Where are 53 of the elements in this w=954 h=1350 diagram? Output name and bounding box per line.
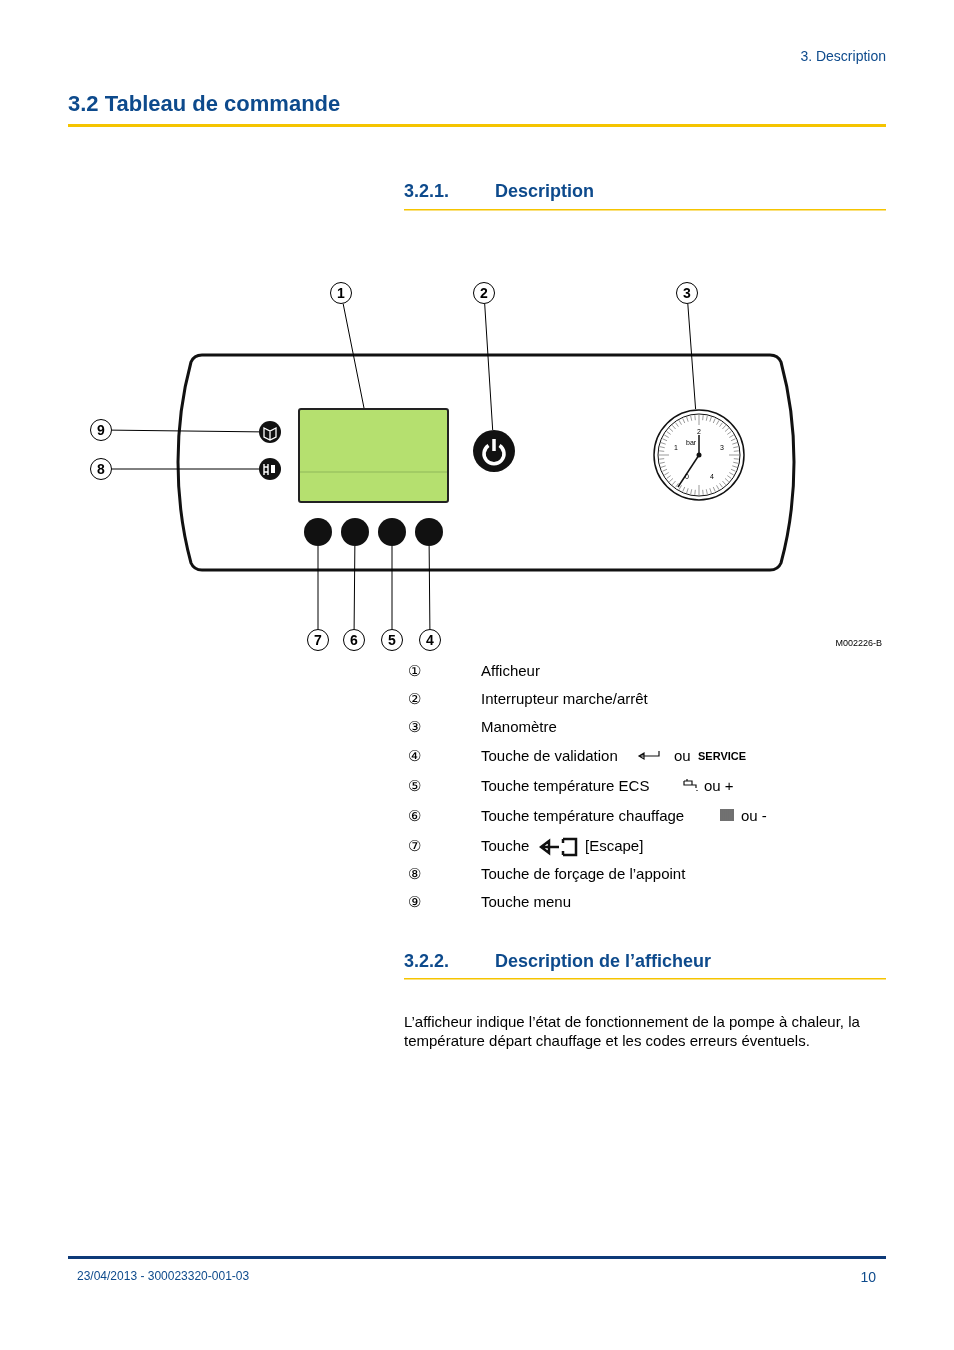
callout-number: ② bbox=[408, 690, 421, 708]
callout-number: 5 bbox=[381, 629, 403, 651]
legend-text: Touche de forçage de l’appoint bbox=[481, 865, 686, 882]
legend-text: ou + bbox=[704, 777, 734, 794]
leader-line bbox=[111, 468, 260, 470]
subheading-number: 3.2.1. bbox=[404, 181, 450, 202]
callout-number: ⑨ bbox=[408, 893, 421, 911]
leader-line bbox=[111, 429, 260, 433]
section-heading: 3.2 Tableau de commande bbox=[68, 91, 341, 117]
legend-text: Touche de validation bbox=[481, 747, 618, 764]
callout-number: ⑧ bbox=[408, 865, 421, 883]
service-text: SERVICE bbox=[698, 750, 747, 762]
callout-number: 1 bbox=[330, 282, 352, 304]
page-number: 10 bbox=[860, 1269, 876, 1285]
leader-line bbox=[353, 545, 356, 630]
description-paragraph: L’afficheur indique l’état de fonctionnement de la pompe à chaleur, la température départ chauffage et les codes erreurs éventuels. bbox=[404, 1012, 861, 1050]
pressure-gauge bbox=[653, 409, 745, 501]
callout-number: 2 bbox=[473, 282, 495, 304]
callout-number: ④ bbox=[408, 747, 421, 765]
callout-number: 7 bbox=[307, 629, 329, 651]
callout-number: 4 bbox=[419, 629, 441, 651]
legend-text: Touche température chauffage bbox=[481, 807, 685, 824]
running-header: 3. Description bbox=[800, 48, 886, 64]
callout-number: ⑤ bbox=[408, 777, 421, 795]
legend-text: ou bbox=[674, 747, 691, 764]
leader-line bbox=[342, 303, 365, 409]
legend-text: ou - bbox=[741, 807, 767, 824]
callout-number: 6 bbox=[343, 629, 365, 651]
subheading: Description bbox=[495, 181, 595, 202]
legend-text: Touche menu bbox=[481, 893, 572, 910]
callout-number: ⑦ bbox=[408, 837, 421, 855]
callout-number: ③ bbox=[408, 718, 421, 736]
legend-text: Touche bbox=[481, 837, 530, 854]
legend-text: Touche température ECS bbox=[481, 777, 650, 794]
leader-line bbox=[391, 545, 393, 630]
drawing-reference: M002226-B bbox=[835, 638, 882, 648]
callout-number: 8 bbox=[90, 458, 112, 480]
leader-line bbox=[687, 303, 697, 410]
legend-text: [Escape] bbox=[585, 837, 644, 854]
leader-line bbox=[428, 545, 431, 630]
leader-line bbox=[484, 303, 494, 431]
subheading: Description de l’afficheur bbox=[495, 951, 712, 972]
callout-number: ⑥ bbox=[408, 807, 421, 825]
callout-number: 3 bbox=[676, 282, 698, 304]
display-screen bbox=[298, 408, 449, 503]
footer-text: 23/04/2013 - 300023320-001-03 bbox=[77, 1269, 250, 1283]
subheading-number: 3.2.2. bbox=[404, 951, 450, 972]
legend-text: Interrupteur marche/arrêt bbox=[481, 690, 648, 707]
legend-text: Manomètre bbox=[481, 718, 557, 735]
leader-line bbox=[317, 545, 319, 630]
callout-number: 9 bbox=[90, 419, 112, 441]
legend-text: Afficheur bbox=[481, 662, 540, 679]
callout-number: ① bbox=[408, 662, 421, 680]
